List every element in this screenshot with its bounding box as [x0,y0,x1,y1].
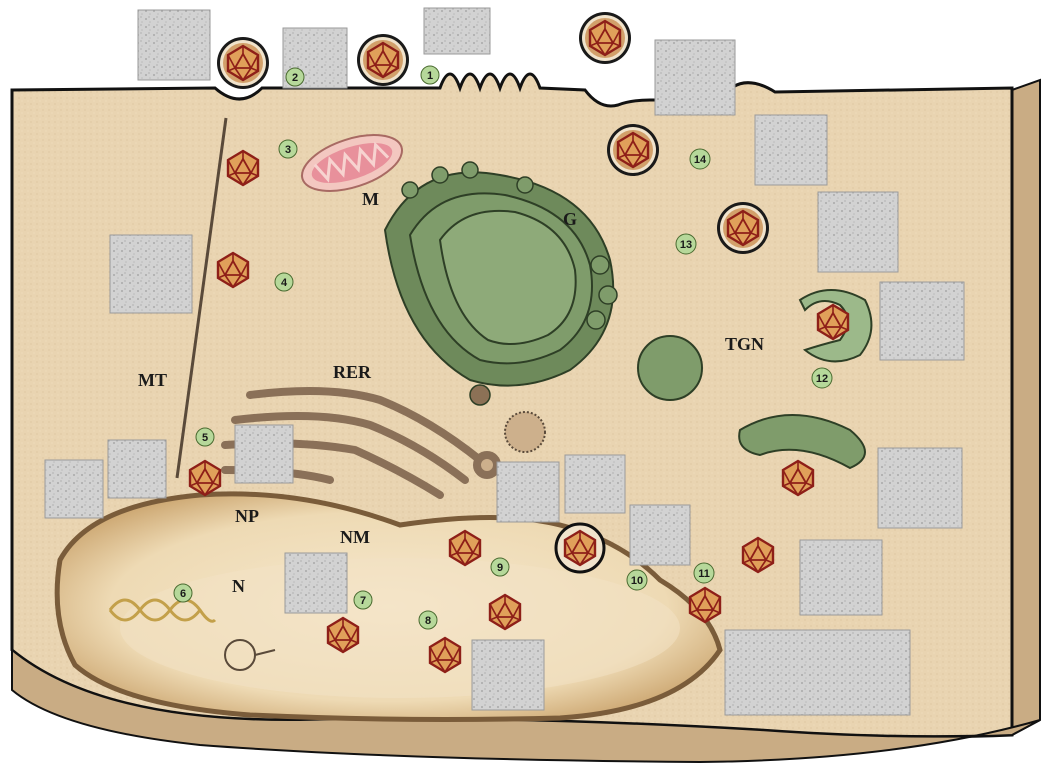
micrograph-12 [497,462,559,522]
capsid-nucleus [490,595,520,629]
micrograph-10 [108,440,166,498]
micrograph-9 [45,460,103,518]
step-label: 13 [680,239,692,251]
micrograph-5 [755,115,827,185]
step-badge-8: 8 [419,611,437,629]
step-badge-14: 14 [690,149,710,169]
micrograph-16 [472,640,544,710]
micrograph-17 [800,540,882,615]
capsid-3 [228,151,258,185]
label-microtubule: MT [138,370,167,390]
step-badge-9: 9 [491,558,509,576]
capsid-4 [218,253,248,287]
step-badge-1: 1 [421,66,439,84]
step-badge-12: 12 [812,368,832,388]
virion-endocytosed [607,124,659,176]
step-label: 5 [202,432,208,444]
capsid-budding [783,461,813,495]
micrograph-19 [725,630,910,715]
step-badge-4: 4 [275,273,293,291]
label-rer: RER [333,362,372,382]
step-badge-2: 2 [286,68,304,86]
step-label: 9 [497,562,503,574]
step-badge-13: 13 [676,234,696,254]
label-golgi: G [563,209,577,229]
label-mitochondrion: M [362,189,379,209]
capsid-5 [190,461,220,495]
capsid-11 [690,588,720,622]
step-label: 11 [698,568,710,580]
micrograph-7 [880,282,964,360]
micrograph-3 [424,8,490,54]
step-label: 8 [425,615,431,627]
micrograph-6 [818,192,898,272]
label-nuclear-pore: NP [235,506,259,526]
micrograph-11 [235,425,293,483]
step-badge-10: 10 [627,570,647,590]
step-badge-3: 3 [279,140,297,158]
micrograph-13 [565,455,625,513]
virion-extracellular-1 [357,34,409,86]
label-nucleus: N [232,576,245,596]
micrograph-1 [138,10,210,80]
step-label: 10 [631,575,643,587]
step-badge-7: 7 [354,591,372,609]
capsid-cytoplasm [743,538,773,572]
virion-fusing [217,37,269,89]
step-label: 12 [816,373,828,385]
capsid-9 [450,531,480,565]
capsid-8 [430,638,460,672]
step-label: 3 [285,144,291,156]
virion-extracellular-2 [579,12,631,64]
step-badge-5: 5 [196,428,214,446]
virion-in-vesicle [717,202,769,254]
step-label: 1 [427,70,433,82]
capsid-10 [556,524,604,572]
micrograph-18 [878,448,962,528]
capsid-7 [328,618,358,652]
micrograph-15 [285,553,347,613]
step-label: 7 [360,595,366,607]
label-tgn: TGN [725,334,764,354]
step-label: 14 [694,154,707,166]
label-nuclear-membrane: NM [340,527,370,547]
virion-wrapping [818,305,848,339]
step-label: 6 [180,588,186,600]
micrograph-14 [630,505,690,565]
micrograph-4 [655,40,735,115]
transport-vesicle [505,412,545,452]
step-badge-6: 6 [174,584,192,602]
step-label: 4 [281,277,288,289]
step-label: 2 [292,72,298,84]
micrograph-8 [110,235,192,313]
tgn-vesicle [638,336,702,400]
step-badge-11: 11 [694,563,714,583]
